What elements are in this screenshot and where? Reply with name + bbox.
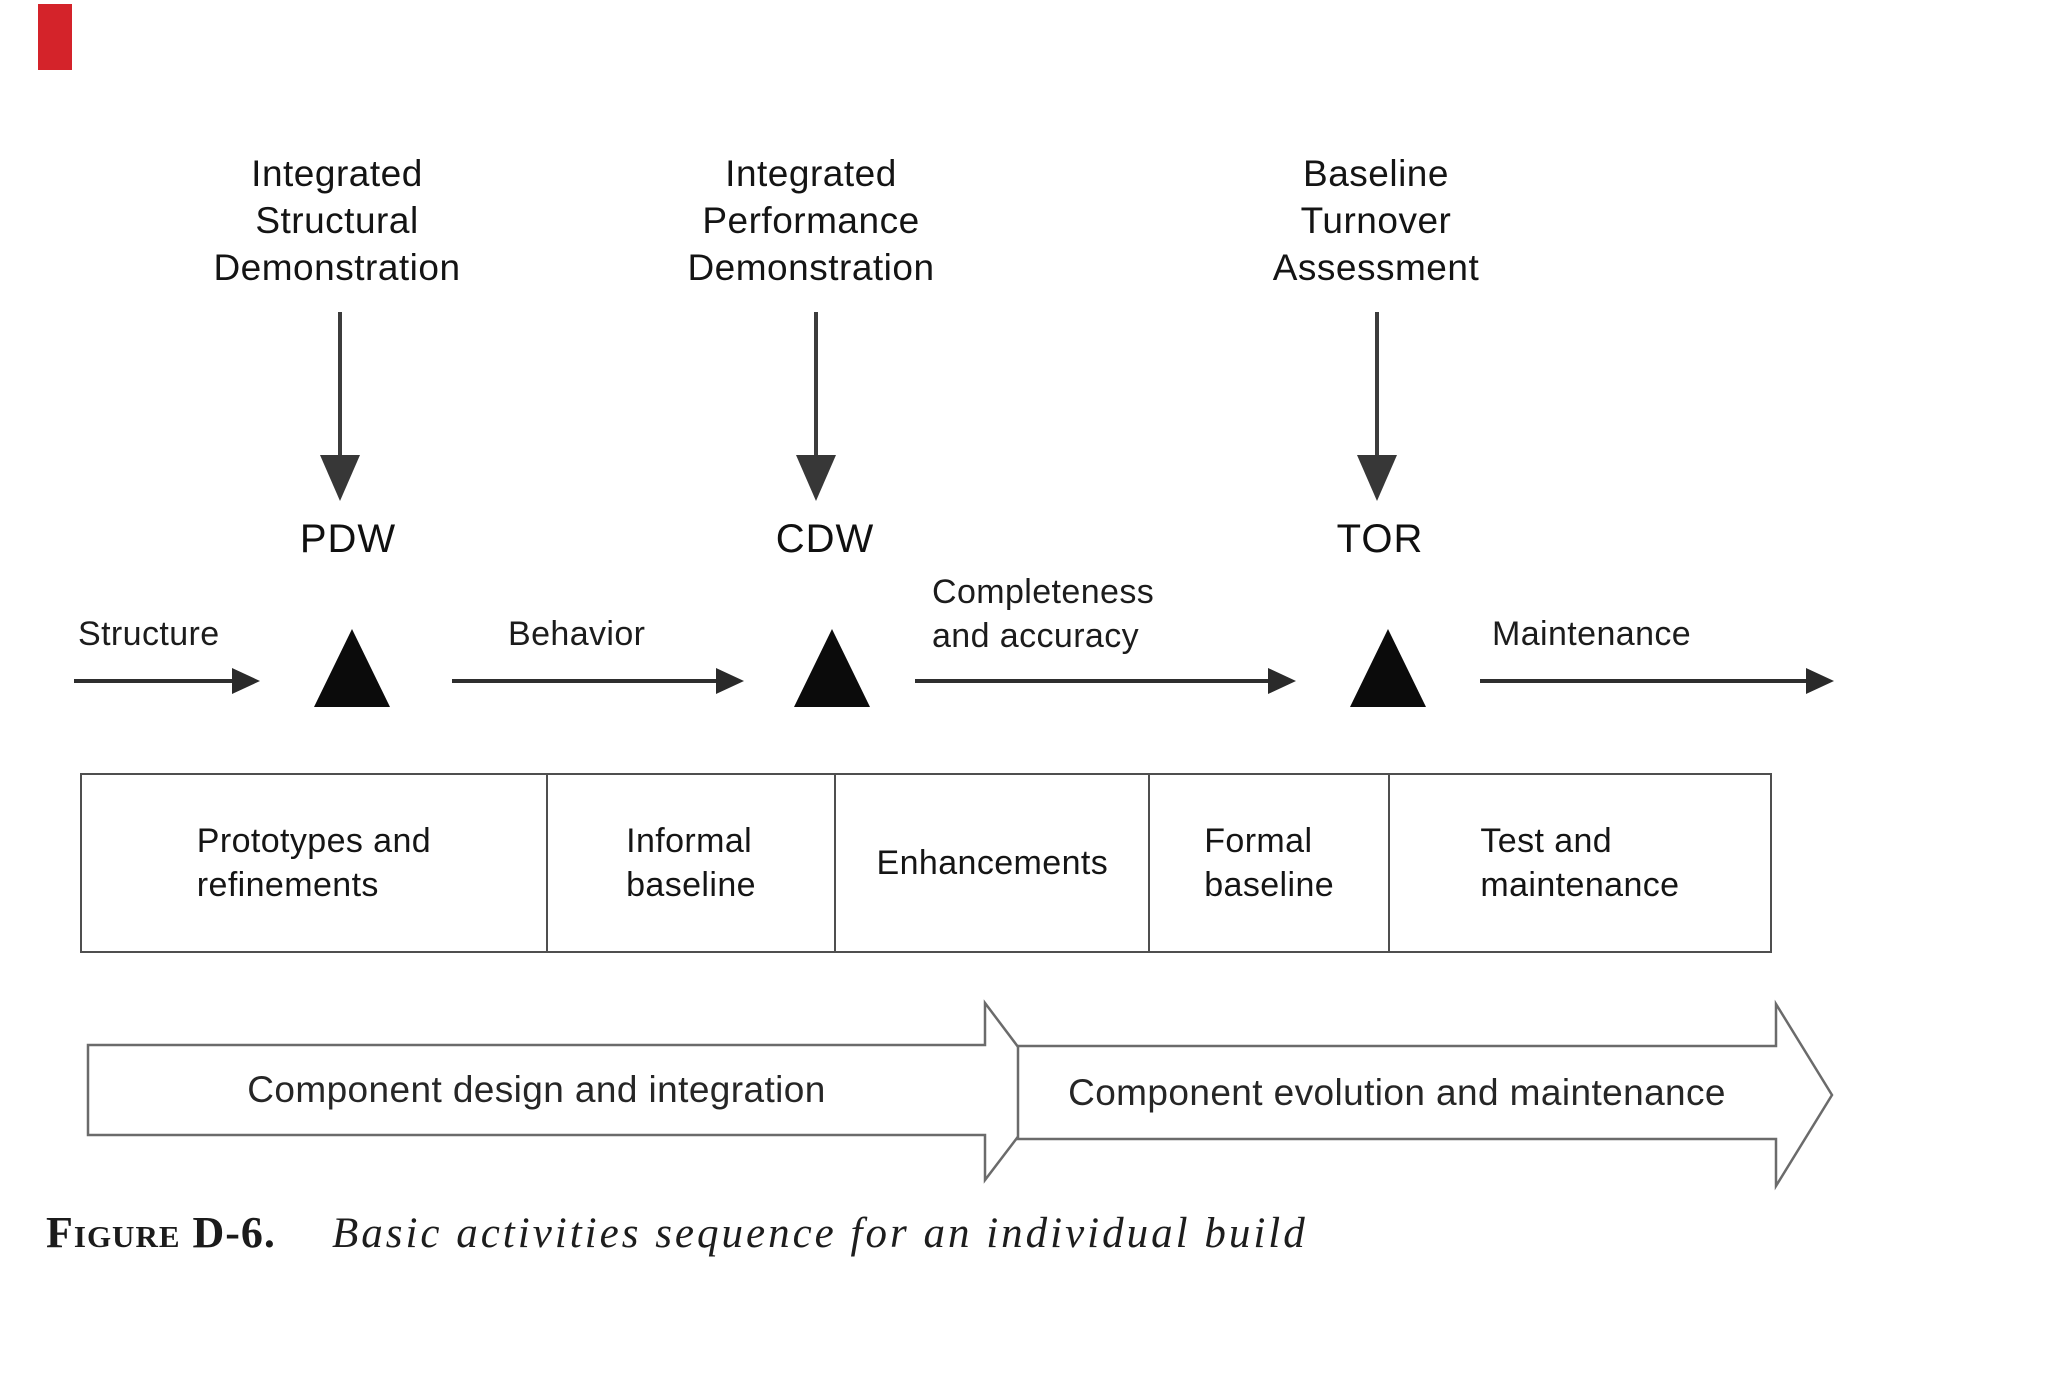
process-arrow-evolution-label: Component evolution and maintenance bbox=[1068, 1071, 1726, 1113]
figure-caption-text: Basic activities sequence for an individ… bbox=[331, 1210, 1308, 1257]
flow-label-completeness-accuracy: Completeness and accuracy bbox=[932, 573, 1155, 655]
down-arrow-cdw-stem bbox=[814, 312, 818, 458]
flow-arrow-behavior-head-icon bbox=[716, 668, 744, 694]
phase-cell-label: Prototypes and refinements bbox=[196, 822, 432, 904]
flow-arrow-completeness-line bbox=[915, 679, 1268, 683]
down-arrow-tor-head-icon bbox=[1357, 455, 1397, 501]
red-scan-artifact bbox=[38, 4, 72, 70]
phase-cell-prototypes: Prototypes and refinements bbox=[82, 775, 548, 951]
phase-cell-label: Test and maintenance bbox=[1480, 822, 1680, 904]
phase-box-row: Prototypes and refinements Informal base… bbox=[80, 773, 1772, 953]
down-arrow-pdw-head-icon bbox=[320, 455, 360, 501]
milestone-triangle-pdw-icon bbox=[314, 629, 390, 707]
milestone-triangle-cdw-icon bbox=[794, 629, 870, 707]
down-arrow-tor-stem bbox=[1375, 312, 1379, 458]
flow-arrow-behavior-line bbox=[452, 679, 716, 683]
flow-label-maintenance: Maintenance bbox=[1492, 615, 1692, 653]
figure-caption: Figure D-6. Basic activities sequence for… bbox=[46, 1207, 1746, 1258]
phase-cell-formal-baseline: Formal baseline bbox=[1150, 775, 1390, 951]
milestone-triangle-tor-icon bbox=[1350, 629, 1426, 707]
figure-caption-number: Figure D-6. bbox=[46, 1208, 276, 1257]
phase-cell-informal-baseline: Informal baseline bbox=[548, 775, 837, 951]
flow-arrow-completeness-head-icon bbox=[1268, 668, 1296, 694]
annotation-baseline-turnover-assessment: Baseline Turnover Assessment bbox=[1272, 153, 1480, 288]
milestone-acronym-pdw: PDW bbox=[299, 517, 397, 561]
flow-arrow-maintenance-line bbox=[1480, 679, 1806, 683]
phase-cell-label: Formal baseline bbox=[1204, 822, 1335, 904]
down-arrow-pdw-stem bbox=[338, 312, 342, 458]
flow-arrow-structure-line bbox=[74, 679, 232, 683]
phase-cell-test-maintenance: Test and maintenance bbox=[1390, 775, 1770, 951]
annotation-integrated-performance-demonstration: Integrated Performance Demonstration bbox=[687, 153, 935, 288]
flow-arrow-structure-head-icon bbox=[232, 668, 260, 694]
annotation-integrated-structural-demonstration: Integrated Structural Demonstration bbox=[213, 153, 461, 288]
phase-cell-label: Enhancements bbox=[876, 844, 1109, 882]
milestone-acronym-cdw: CDW bbox=[775, 517, 875, 561]
flow-label-structure: Structure bbox=[78, 615, 220, 653]
process-arrow-design-label: Component design and integration bbox=[247, 1069, 826, 1110]
milestone-acronym-tor: TOR bbox=[1336, 517, 1424, 561]
phase-cell-enhancements: Enhancements bbox=[836, 775, 1151, 951]
down-arrow-cdw-head-icon bbox=[796, 455, 836, 501]
flow-label-behavior: Behavior bbox=[508, 615, 646, 653]
flow-arrow-maintenance-head-icon bbox=[1806, 668, 1834, 694]
phase-cell-label: Informal baseline bbox=[626, 822, 756, 904]
